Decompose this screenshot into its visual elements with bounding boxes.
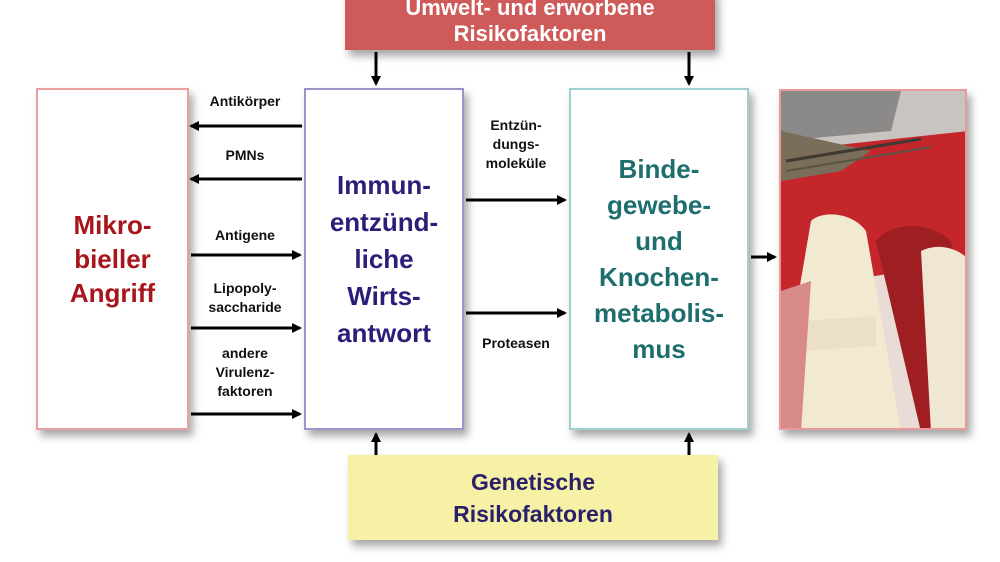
label-pmns: PMNs	[225, 147, 265, 163]
label-antigens: Antigene	[215, 227, 275, 243]
clinical-photo	[779, 89, 967, 430]
genetic-risk-factors-box: Genetische Risikofaktoren	[348, 455, 718, 540]
tissue-metabolism-box: Binde- gewebe- und Knochen- metabolis- m…	[569, 88, 749, 430]
microbial-attack-box: Mikro- bieller Angriff	[36, 88, 189, 430]
environmental-risk-factors-box: Umwelt- und erworbene Risikofaktoren	[345, 0, 715, 50]
label-inflammatory-molecules: Entzün- dungs- moleküle	[485, 117, 547, 171]
clinical-photo-image	[781, 91, 965, 428]
host-response-box: Immun- entzünd- liche Wirts- antwort	[304, 88, 464, 430]
label-virulence-factors: andere Virulenz- faktoren	[215, 345, 275, 399]
label-lipopolysaccharides: Lipopoly- saccharide	[208, 280, 282, 315]
label-antibodies: Antikörper	[209, 93, 281, 109]
label-proteases: Proteasen	[482, 335, 550, 351]
